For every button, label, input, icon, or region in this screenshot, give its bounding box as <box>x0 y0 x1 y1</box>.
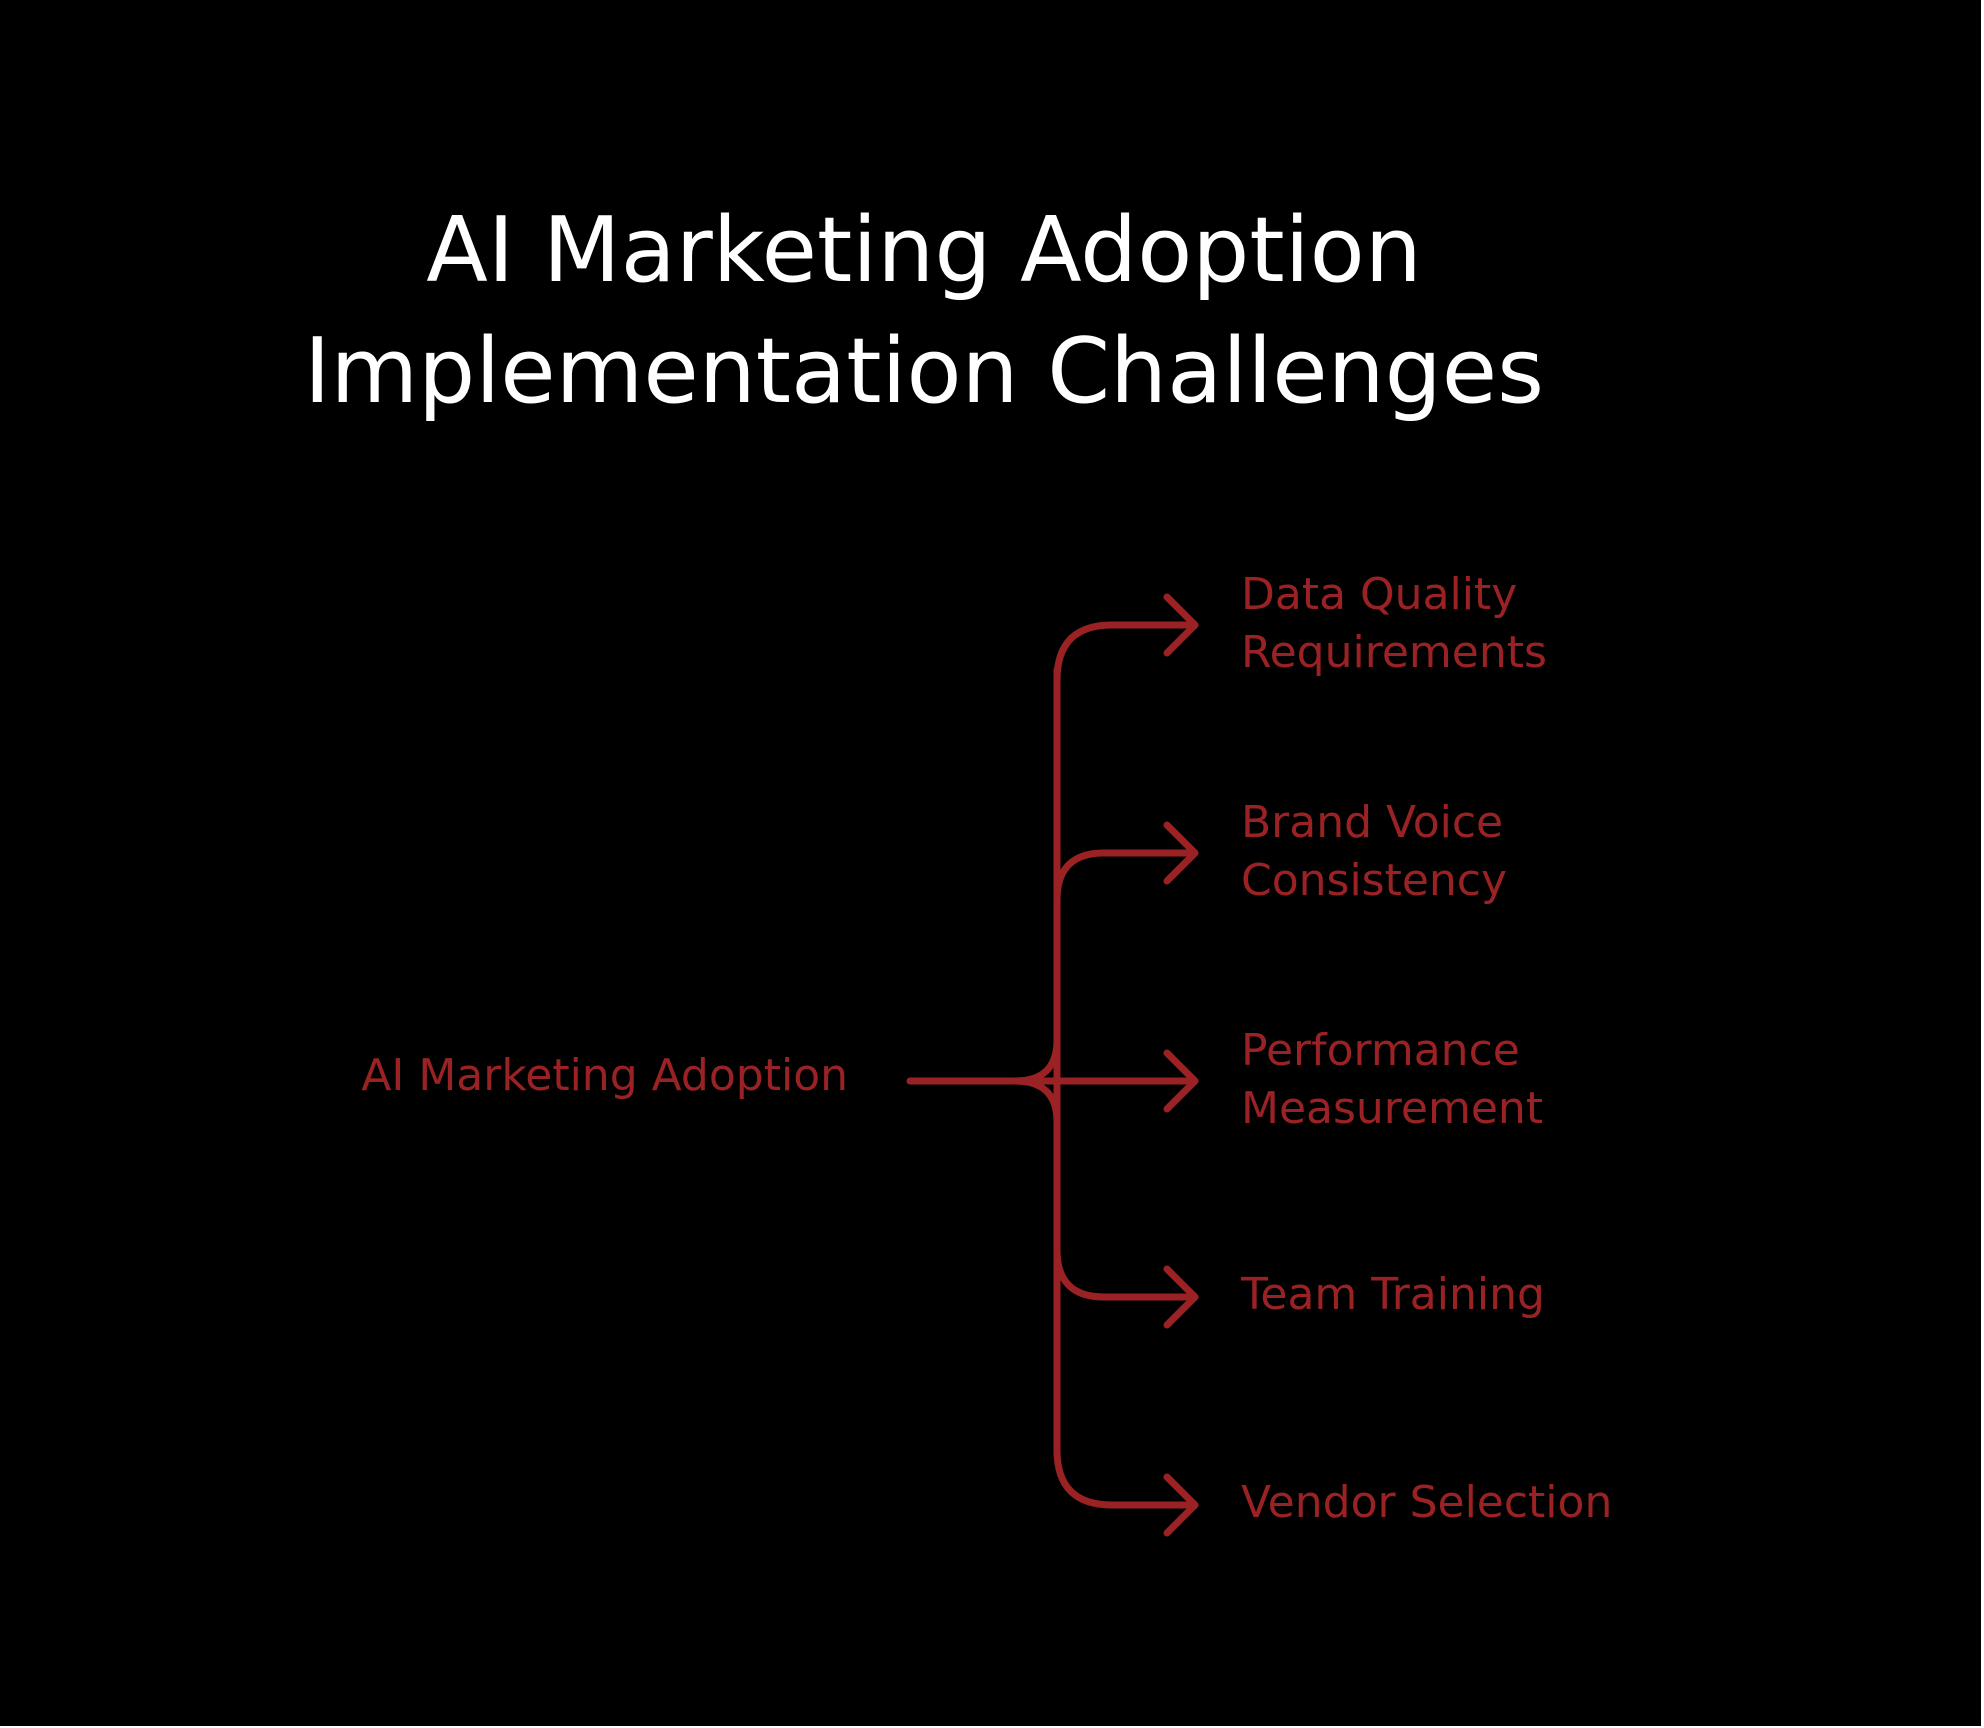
arrowhead-4 <box>1163 1265 1199 1329</box>
root-label: AI Marketing Adoption <box>361 1050 848 1101</box>
branch-label-data-quality: Data Quality Requirements <box>1241 569 1547 678</box>
arrowhead-3 <box>1163 1049 1199 1113</box>
branch-label-brand-voice: Brand Voice Consistency <box>1241 797 1508 906</box>
branch-label-vendor-selection: Vendor Selection <box>1241 1477 1613 1528</box>
branch-connector-2 <box>1053 849 1199 904</box>
arrowhead-5 <box>1163 1473 1199 1537</box>
arrowhead-2 <box>1163 821 1199 885</box>
branch-label-performance: Performance Measurement <box>1241 1025 1544 1134</box>
title-line-1: AI Marketing Adoption <box>426 198 1422 303</box>
diagram-title: AI Marketing Adoption Implementation Cha… <box>0 190 1848 432</box>
title-line-2: Implementation Challenges <box>303 319 1545 424</box>
branch-label-team-training: Team Training <box>1241 1269 1545 1320</box>
branch-connector-5 <box>1053 1446 1199 1509</box>
branch-connector-1 <box>1011 621 1199 1085</box>
branch-connector-4 <box>1011 1077 1199 1301</box>
arrowhead-1 <box>1163 593 1199 657</box>
